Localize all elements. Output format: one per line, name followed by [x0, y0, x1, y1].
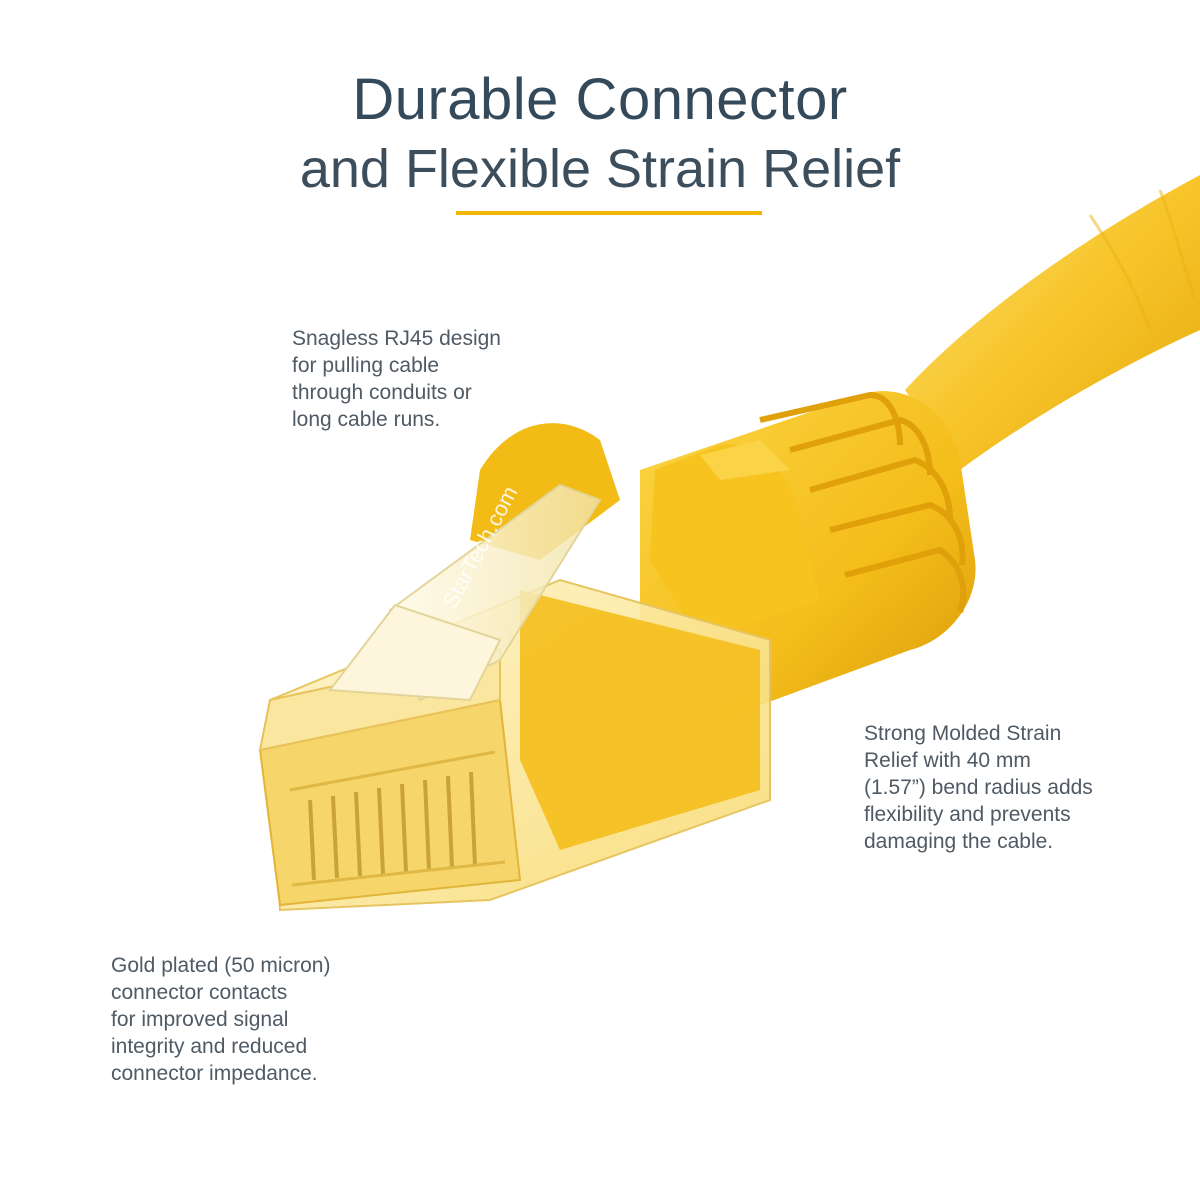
page-title: Durable Connector and Flexible Strain Re…	[0, 64, 1200, 202]
title-line-2: and Flexible Strain Relief	[299, 139, 901, 199]
callout-gold-contacts: Gold plated (50 micron) connector contac…	[111, 954, 331, 1085]
gold-contacts	[308, 771, 477, 881]
title-line-1: Durable Connector	[352, 67, 848, 132]
callout-strain-relief: Strong Molded Strain Relief with 40 mm (…	[864, 722, 1093, 853]
cable	[905, 175, 1200, 470]
accent-divider	[456, 211, 762, 215]
callout-snagless-rj45: Snagless RJ45 design for pulling cable t…	[292, 327, 501, 431]
